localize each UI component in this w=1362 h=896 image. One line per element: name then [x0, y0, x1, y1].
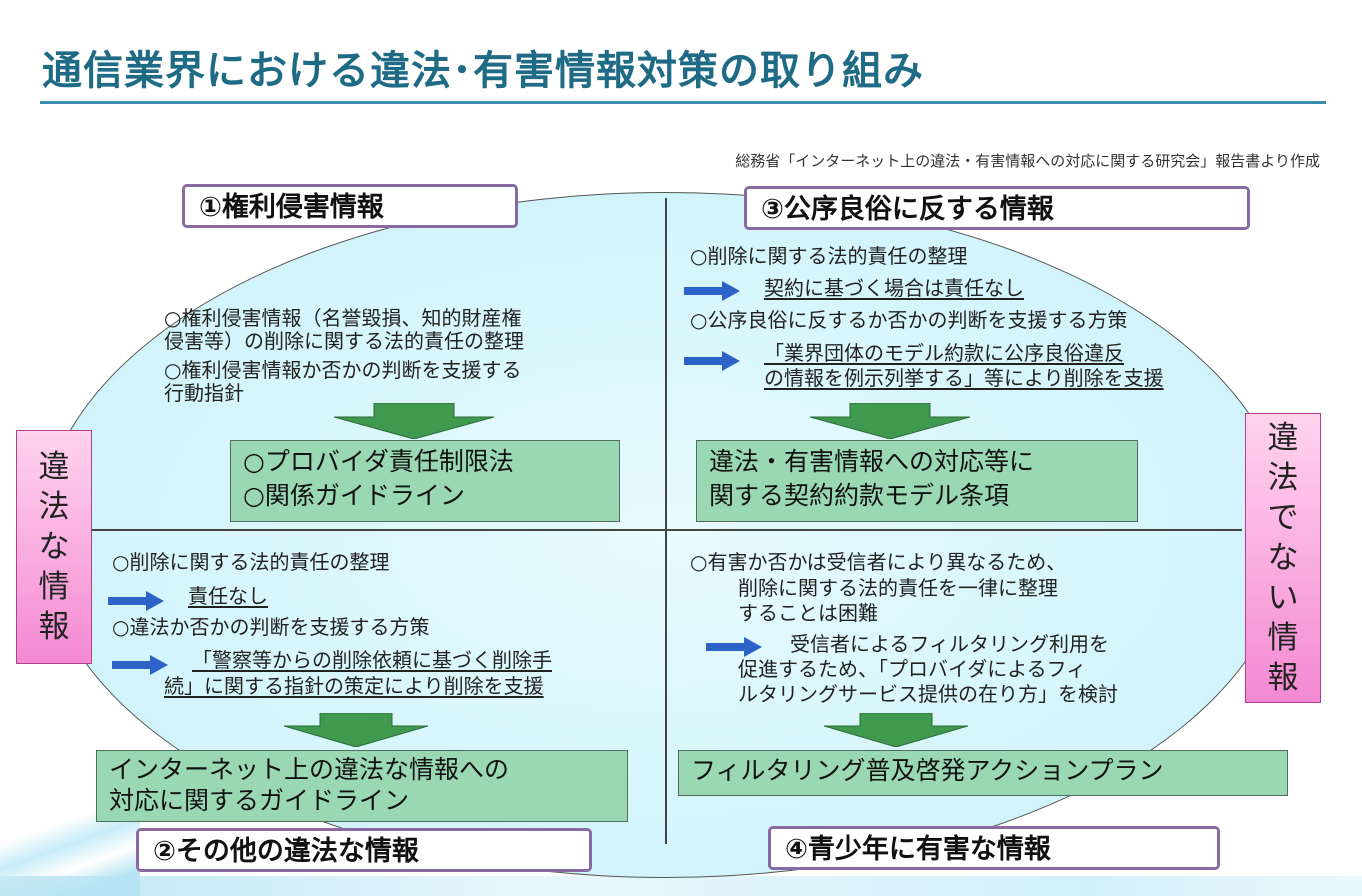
- side-label-illegal: 違法な情報: [16, 430, 92, 664]
- q2-result-line: 対応に関するガイドライン: [109, 786, 410, 815]
- quadrant-label-public-order: ③公序良俗に反する情報: [744, 186, 1250, 230]
- q3-text-line: の情報を例示列挙する」等により削除を支援: [764, 366, 1164, 390]
- side-label-not-illegal: 違法でない情報: [1245, 413, 1321, 703]
- q3-result-box: 違法・有害情報への対応等に 関する契約約款モデル条項: [696, 440, 1138, 522]
- q1-text-line: 行動指針: [164, 381, 244, 405]
- q1-text-line: 侵害等）の削除に関する法的責任の整理: [164, 329, 524, 353]
- q4-result-box: フィルタリング普及啓発アクションプラン: [678, 750, 1288, 796]
- q2-text-line: 続」に関する指針の策定により削除を支援: [164, 674, 544, 698]
- q2-text-line: 「警察等からの削除依頼に基づく削除手: [192, 648, 552, 672]
- q4-text-line: ルタリングサービス提供の在り方」を検討: [738, 682, 1118, 706]
- q1-result-line: ○関係ガイドライン: [243, 481, 465, 510]
- q1-result-box: ○プロバイダ責任制限法 ○関係ガイドライン: [230, 440, 620, 522]
- down-arrow-icon: [284, 713, 428, 747]
- source-note: 総務省「インターネット上の違法・有害情報への対応に関する研究会」報告書より作成: [735, 152, 1320, 170]
- quadrant-label-rights: ①権利侵害情報: [182, 184, 518, 228]
- q2-text-line: ○削除に関する法的責任の整理: [112, 550, 390, 574]
- right-arrow-icon: [108, 591, 164, 611]
- title-underline: [40, 101, 1326, 104]
- q3-text-line: ○削除に関する法的責任の整理: [690, 244, 968, 268]
- q2-result-box: インターネット上の違法な情報への 対応に関するガイドライン: [96, 750, 628, 822]
- q3-result-line: 違法・有害情報への対応等に: [709, 447, 1035, 476]
- q2-text-line: 責任なし: [188, 584, 268, 608]
- page-title: 通信業界における違法･有害情報対策の取り組み: [42, 48, 924, 94]
- q1-text-line: ○権利侵害情報か否かの判断を支援する: [164, 358, 522, 382]
- right-arrow-icon: [706, 637, 762, 657]
- q4-text-line: 促進するため、「プロバイダによるフィ: [738, 657, 1087, 681]
- horizontal-axis: [92, 529, 1242, 531]
- bottom-decoration: [0, 876, 1362, 896]
- q3-text-line: ○公序良俗に反するか否かの判断を支援する方策: [690, 308, 1128, 332]
- right-arrow-icon: [684, 281, 740, 301]
- down-arrow-icon: [334, 403, 494, 439]
- right-arrow-icon: [684, 351, 740, 371]
- q3-result-line: 関する契約約款モデル条項: [709, 481, 1010, 510]
- quadrant-label-other-illegal: ②その他の違法な情報: [136, 828, 592, 872]
- q4-text-line: 受信者によるフィルタリング利用を: [790, 632, 1109, 656]
- q1-text-line: ○権利侵害情報（名誉毀損、知的財産権: [164, 306, 522, 330]
- q3-text-line: 「業界団体のモデル約款に公序良俗違反: [764, 341, 1124, 365]
- down-arrow-icon: [810, 403, 970, 439]
- vertical-axis: [665, 198, 667, 844]
- right-arrow-icon: [112, 655, 168, 675]
- q2-result-line: インターネット上の違法な情報への: [109, 755, 510, 784]
- q4-text-line: 削除に関する法的責任を一律に整理: [738, 576, 1058, 600]
- q2-text-line: ○違法か否かの判断を支援する方策: [112, 615, 430, 639]
- q4-text-line: することは困難: [738, 601, 878, 625]
- q4-text-line: ○有害か否かは受信者により異なるため、: [690, 550, 1067, 574]
- down-arrow-icon: [824, 713, 968, 747]
- q4-result-line: フィルタリング普及啓発アクションプラン: [691, 756, 1164, 785]
- q1-result-line: ○プロバイダ責任制限法: [243, 447, 514, 476]
- q3-text-line: 契約に基づく場合は責任なし: [764, 276, 1024, 300]
- quadrant-label-youth-harmful: ④青少年に有害な情報: [768, 826, 1220, 870]
